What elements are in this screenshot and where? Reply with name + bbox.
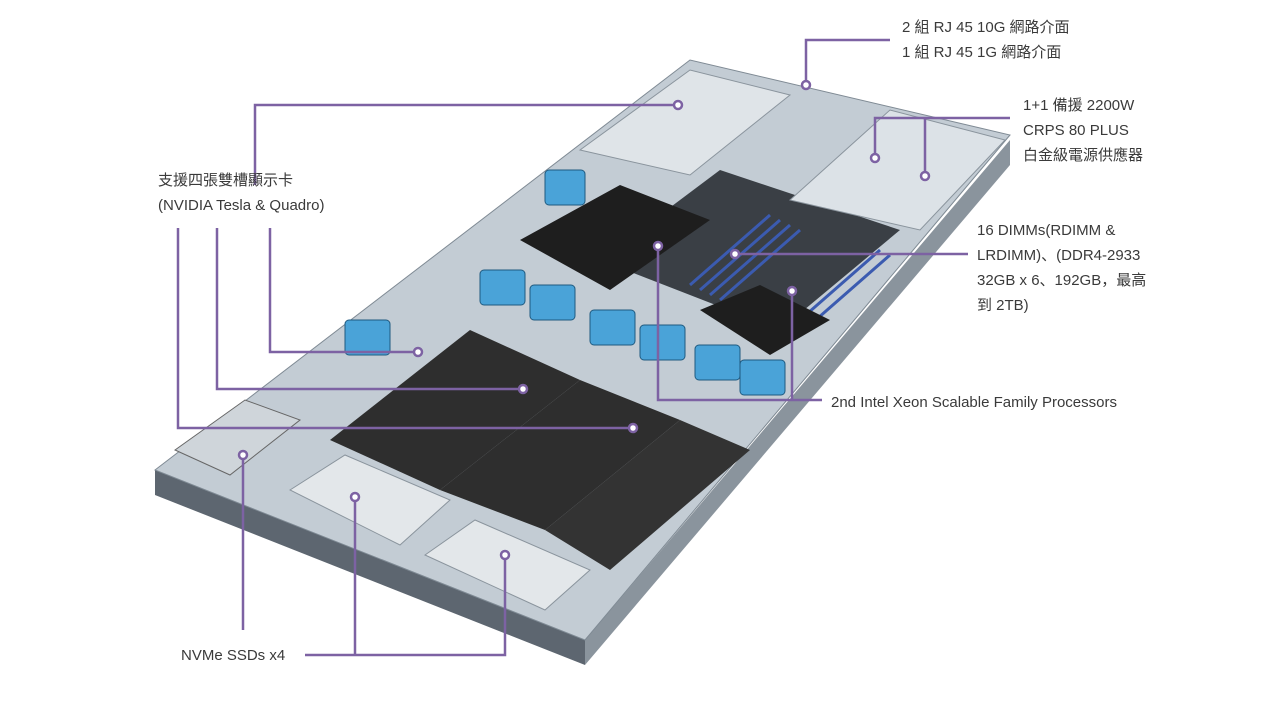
air-duct xyxy=(520,185,710,290)
front-io xyxy=(174,399,302,476)
callout-lines xyxy=(176,38,1010,657)
gpu-tray xyxy=(440,380,680,530)
callout-text: 1 組 RJ 45 1G 網路介面 xyxy=(902,44,1062,61)
callout-text: CRPS 80 PLUS xyxy=(1023,122,1129,139)
chassis-side-face xyxy=(585,140,1010,665)
fan-modules xyxy=(344,169,786,396)
callout-text: LRDIMM)、(DDR4-2933 xyxy=(977,247,1141,264)
callout-text: 支援四張雙槽顯示卡 xyxy=(158,172,294,189)
callout-text: 2 組 RJ 45 10G 網路介面 xyxy=(902,19,1070,36)
callout-text: 32GB x 6、192GB，最高 xyxy=(977,272,1147,289)
callout-text: 到 2TB) xyxy=(977,297,1029,314)
callout-dots xyxy=(237,79,931,561)
callout-dimm: 16 DIMMs(RDIMM & LRDIMM)、(DDR4-2933 32GB… xyxy=(977,218,1146,318)
nvme-bay xyxy=(288,454,451,546)
callout-nvme: NVMe SSDs x4 xyxy=(181,643,285,668)
callout-cpu: 2nd Intel Xeon Scalable Family Processor… xyxy=(831,390,1117,415)
callout-text: 白金級電源供應器 xyxy=(1023,147,1144,164)
callout-text: (NVIDIA Tesla & Quadro) xyxy=(158,197,325,214)
chassis-front-face xyxy=(155,470,585,665)
riser-cage xyxy=(578,69,792,176)
callout-text: 2nd Intel Xeon Scalable Family Processor… xyxy=(831,394,1117,411)
gpu-tray xyxy=(545,420,750,570)
callout-network: 2 組 RJ 45 10G 網路介面 1 組 RJ 45 1G 網路介面 xyxy=(902,15,1070,65)
callout-psu: 1+1 備援 2200W CRPS 80 PLUS 白金級電源供應器 xyxy=(1023,93,1143,168)
callout-gpu: 支援四張雙槽顯示卡 (NVIDIA Tesla & Quadro) xyxy=(158,168,324,218)
callout-text: NVMe SSDs x4 xyxy=(181,647,286,664)
air-duct xyxy=(700,285,830,355)
callout-text: 1+1 備援 2200W xyxy=(1023,97,1135,114)
dimm-slots xyxy=(689,213,891,327)
psu-bay xyxy=(788,109,1006,231)
callout-text: 16 DIMMs(RDIMM & xyxy=(977,222,1116,239)
gpu-tray xyxy=(330,330,580,490)
